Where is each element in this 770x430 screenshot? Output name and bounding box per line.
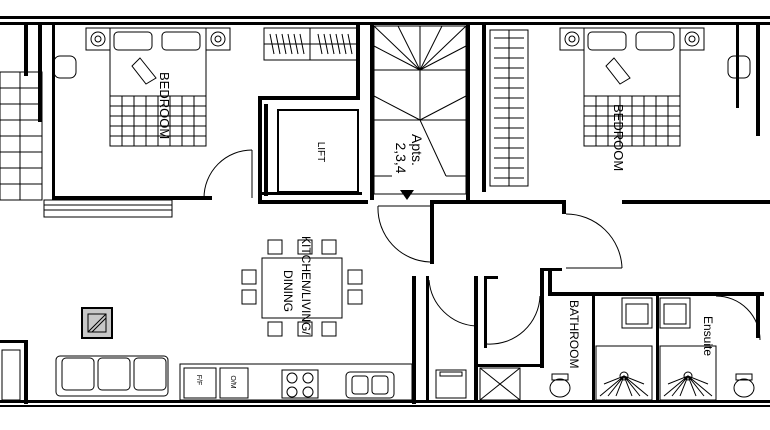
- dining-label: DINING: [281, 270, 295, 312]
- lift-label: LIFT: [315, 142, 326, 163]
- balcony-tiles: [0, 71, 43, 201]
- side-table: [81, 307, 113, 339]
- stair-label-apts: Apts.: [409, 134, 425, 166]
- bathroom: [549, 296, 653, 401]
- staircase: [370, 22, 470, 264]
- bathroom-label: BATHROOM: [567, 300, 581, 368]
- bedroom-right-label: BEDROOM: [611, 104, 626, 171]
- right-bedroom: [434, 22, 770, 269]
- kitchen-counter: [179, 363, 413, 401]
- left-bedroom: [38, 22, 368, 218]
- wardrobe-left: [263, 27, 359, 61]
- sofa: [55, 355, 169, 397]
- wardrobe-right: [489, 29, 529, 187]
- bedroom-left-label: BEDROOM: [157, 72, 172, 139]
- fridge-freezer-label: F/F: [195, 375, 202, 386]
- oven-microwave-label: O/M: [229, 375, 236, 388]
- dining-table: [241, 239, 363, 337]
- lower-right-walls: [412, 268, 764, 404]
- lift-shaft: [262, 104, 362, 196]
- stair-label-numbers: 2,3,4: [393, 142, 409, 173]
- kitchen-label: KITCHEN/LIVING/: [299, 236, 313, 335]
- ensuite-label: Ensuite: [701, 316, 715, 356]
- ensuite: [656, 292, 761, 401]
- exterior-walls: [0, 16, 770, 407]
